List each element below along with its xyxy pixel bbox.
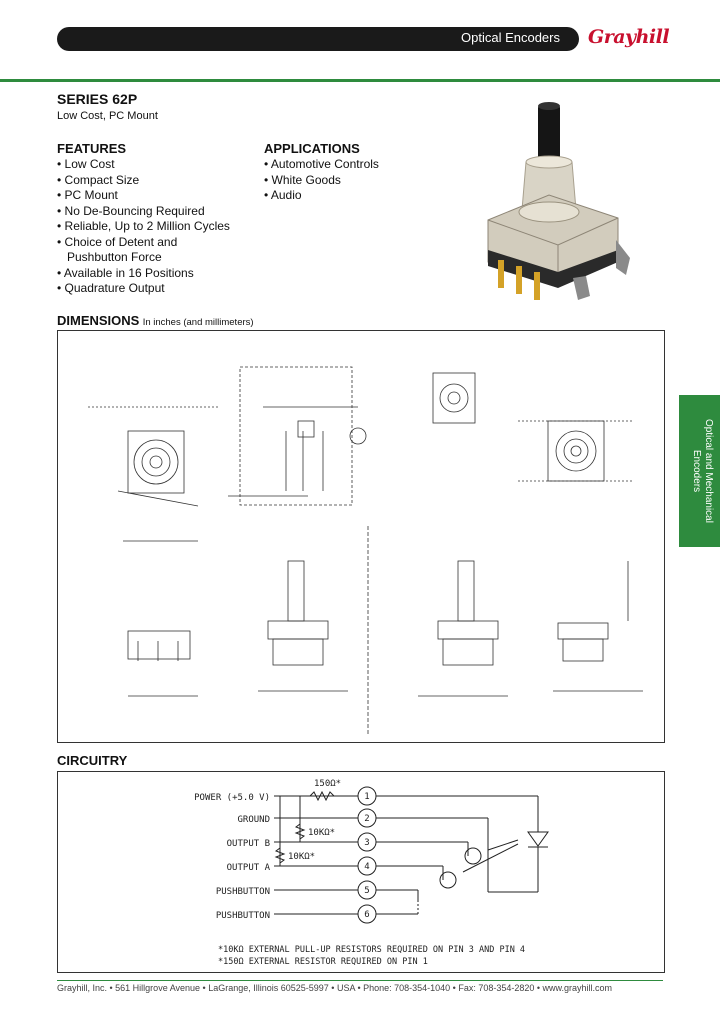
resistor-label-b: 10KΩ* <box>308 828 335 838</box>
series-subtitle: Low Cost, PC Mount <box>57 110 158 122</box>
circuit-label: POWER (+5.0 V) <box>194 793 270 803</box>
side-tab-line2: Encoders <box>691 449 702 493</box>
shaft-side-view-2 <box>457 560 475 622</box>
side-view-right <box>557 622 609 640</box>
circuit-diagram: POWER (+5.0 V) GROUND OUTPUT B OUTPUT A … <box>194 779 549 967</box>
list-item: • Compact Size <box>57 172 140 187</box>
dimensions-heading: DIMENSIONS In inches (and millimeters) <box>57 313 254 328</box>
footer-text: Grayhill, Inc. • 561 Hillgrove Avenue • … <box>57 983 613 993</box>
resistor-label-a: 10KΩ* <box>288 852 315 862</box>
dimensions-title: DIMENSIONS <box>57 313 140 328</box>
pin-number: 1 <box>364 792 369 802</box>
dimensions-note: In inches (and millimeters) <box>142 317 254 328</box>
circuitry-heading: CIRCUITRY <box>57 753 128 768</box>
side-tab-line1: Optical and Mechanical <box>703 419 714 523</box>
brand-logo: Grayhill <box>588 26 670 48</box>
list-item: • White Goods <box>264 172 341 187</box>
small-top-view <box>432 372 476 424</box>
circuit-note-2: *150Ω EXTERNAL RESISTOR REQUIRED ON PIN … <box>218 957 428 967</box>
circuit-label: PUSHBUTTON <box>216 887 270 897</box>
header-divider <box>0 79 720 82</box>
series-title: SERIES 62P <box>57 91 138 107</box>
section-side-tab: Optical and Mechanical Encoders <box>679 395 720 547</box>
circuit-label: OUTPUT B <box>227 839 270 849</box>
list-item: • Low Cost <box>57 157 115 171</box>
list-item: • Choice of Detent and <box>57 234 178 249</box>
circuit-label: GROUND <box>237 815 270 825</box>
pin-number: 5 <box>364 886 369 896</box>
circuit-label: PUSHBUTTON <box>216 911 270 921</box>
list-item: • Audio <box>264 188 302 202</box>
list-item: • No De-Bouncing Required <box>57 203 205 218</box>
list-item: Pushbutton Force <box>57 250 162 264</box>
list-item: • Automotive Controls <box>264 157 379 171</box>
list-item: • PC Mount <box>57 188 118 202</box>
shaft-side-view <box>287 560 305 622</box>
list-item: • Available in 16 Positions <box>57 265 194 280</box>
footer-divider <box>57 980 663 981</box>
resistor-label-power: 150Ω* <box>314 779 341 789</box>
circuit-label: OUTPUT A <box>227 863 271 873</box>
applications-heading: APPLICATIONS <box>264 141 360 156</box>
header-bar <box>57 27 579 51</box>
applications-list: • Automotive Controls • White Goods • Au… <box>264 157 379 204</box>
right-top-view <box>547 420 605 482</box>
list-item: • Reliable, Up to 2 Million Cycles <box>57 219 230 233</box>
dimension-drawings <box>88 366 643 736</box>
pin-number: 6 <box>364 910 369 920</box>
circuitry-box: POWER (+5.0 V) GROUND OUTPUT B OUTPUT A … <box>57 771 665 973</box>
top-view-body <box>127 430 185 494</box>
features-heading: FEATURES <box>57 141 127 156</box>
side-view-left <box>127 630 191 660</box>
pin-number: 3 <box>364 838 369 848</box>
product-photo <box>487 102 630 300</box>
pcb-layout-frame <box>239 366 353 506</box>
circuit-note-1: *10KΩ EXTERNAL PULL-UP RESISTORS REQUIRE… <box>218 945 525 955</box>
pin-number: 2 <box>364 814 369 824</box>
header-title: Optical Encoders <box>461 30 560 45</box>
list-item: • Quadrature Output <box>57 281 165 295</box>
dimensions-box <box>57 330 665 743</box>
features-list: • Low Cost • Compact Size • PC Mount • N… <box>57 157 230 297</box>
pin-number: 4 <box>364 862 369 872</box>
